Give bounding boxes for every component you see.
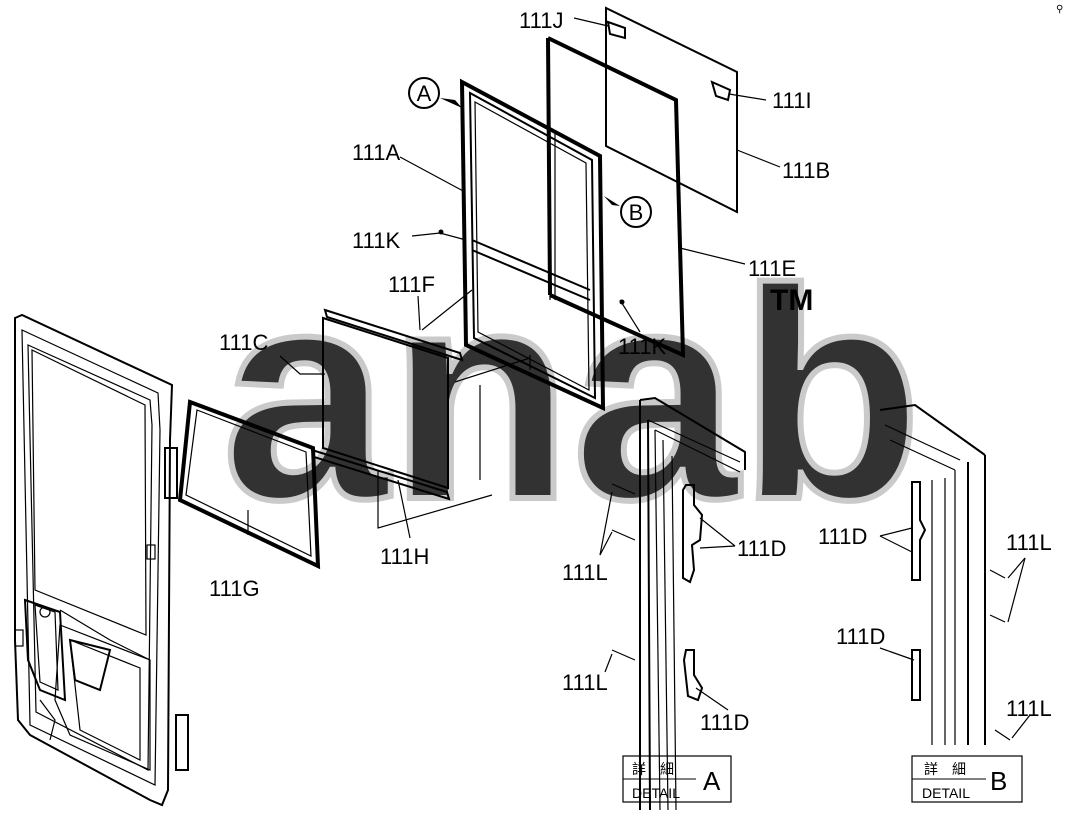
part-111c-glass xyxy=(322,316,449,490)
svg-text:詳 細: 詳 細 xyxy=(632,761,674,777)
detail-b-rail xyxy=(879,403,1031,745)
label-111d-b1: 111D xyxy=(818,524,867,549)
detail-b-box: 詳 細 DETAIL B xyxy=(911,755,1023,803)
detail-a-rail xyxy=(599,396,746,811)
watermark-tm: TM xyxy=(770,284,813,317)
callout-a: A xyxy=(408,77,462,109)
label-111d-a1: 111D xyxy=(737,536,786,561)
part-111g-seal xyxy=(177,399,321,570)
corner-mark: ⚲ xyxy=(1056,4,1063,15)
label-111j: 111J xyxy=(519,8,563,33)
label-111d-b2: 111D xyxy=(836,624,885,649)
label-111d-a2: 111D xyxy=(700,710,749,735)
label-111b: 111B xyxy=(782,158,830,183)
part-111e-seal xyxy=(546,36,686,359)
svg-text:B: B xyxy=(990,766,1007,796)
label-111e: 111E xyxy=(748,256,796,281)
svg-text:詳 細: 詳 細 xyxy=(924,761,966,777)
label-111l-b2: 111L xyxy=(1006,696,1052,721)
svg-text:A: A xyxy=(417,81,432,106)
door-frame xyxy=(14,313,189,807)
part-111b-panel xyxy=(605,6,738,214)
part-111h-strip xyxy=(310,448,451,501)
label-111a: 111A xyxy=(352,140,400,165)
label-111k-top: 111K xyxy=(352,228,400,253)
part-labels: 111J 111I 111A 111B 111K 111E 111F 111C … xyxy=(209,8,1052,735)
label-111i: 111I xyxy=(772,88,812,113)
svg-text:B: B xyxy=(629,200,644,225)
label-111c: 111C xyxy=(219,330,268,355)
leaders-upper xyxy=(247,17,781,539)
svg-text:A: A xyxy=(703,766,721,796)
label-111h: 111H xyxy=(380,544,429,569)
svg-text:DETAIL: DETAIL xyxy=(922,785,970,801)
label-111f: 111F xyxy=(388,272,435,297)
label-111k-bottom: 111K xyxy=(618,334,666,359)
label-111l-b1: 111L xyxy=(1006,530,1052,555)
part-111f-strip xyxy=(323,308,464,362)
label-111l-a1: 111L xyxy=(562,560,608,585)
label-111g: 111G xyxy=(209,576,260,601)
callout-b: B xyxy=(604,196,652,228)
svg-text:DETAIL: DETAIL xyxy=(632,785,680,801)
detail-a-box: 詳 細 DETAIL A xyxy=(622,755,732,803)
label-111l-a2: 111L xyxy=(562,670,608,695)
